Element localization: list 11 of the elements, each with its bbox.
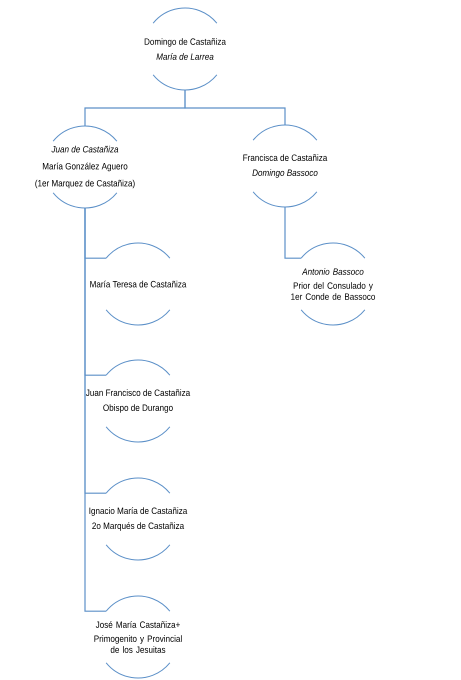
family-node: Juan de Castañiza María González Aguero (1er Marquez de Castañiza)	[35, 126, 135, 208]
connector-line	[84, 208, 106, 612]
family-node: Ignacio María de Castañiza 2o Marqués de Castañiza	[89, 478, 188, 560]
family-node: Juan Francisco de Castañiza Obispo de Durango	[86, 360, 190, 442]
family-node: María Teresa de Castañiza	[90, 242, 186, 326]
connector-line	[284, 207, 302, 259]
family-node: José María Castañiza+ Primogenito y Provincial de los Jesuitas	[94, 596, 182, 678]
family-node: Domingo de Castañiza María de Larrea	[144, 8, 226, 90]
family-node: Francisca de Castañiza Domingo Bassoco	[243, 124, 328, 208]
family-node: Antonio Bassoco Prior del Consulado y 1er Conde de Bassoco	[291, 242, 376, 326]
connector-line	[184, 90, 286, 125]
